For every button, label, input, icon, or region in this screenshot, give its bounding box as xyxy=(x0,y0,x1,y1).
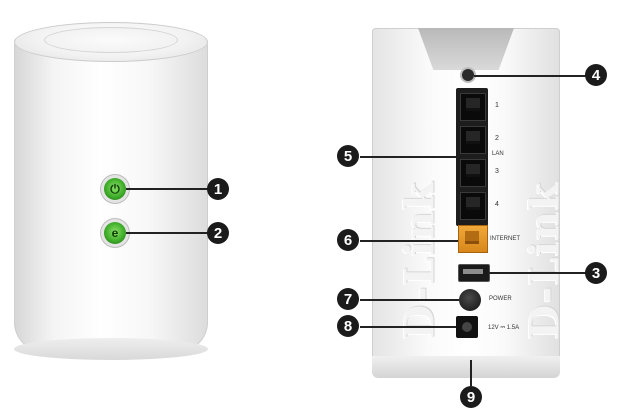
internet-label: INTERNET xyxy=(490,236,520,242)
leader-line-6 xyxy=(360,240,458,242)
leader-line-1 xyxy=(126,188,208,190)
callout-4: 4 xyxy=(585,64,607,86)
lan-port-1-label: 1 xyxy=(495,102,499,109)
leader-line-3 xyxy=(488,272,586,274)
lan-label: LAN xyxy=(492,151,504,157)
callout-3: 3 xyxy=(585,262,607,284)
lan-port-4 xyxy=(460,192,486,220)
leader-line-4 xyxy=(474,75,586,77)
power-button xyxy=(459,289,481,311)
callout-6: 6 xyxy=(337,229,359,251)
wps-button xyxy=(462,69,474,81)
leader-line-7 xyxy=(360,299,459,301)
leader-line-9 xyxy=(470,360,472,386)
power-jack xyxy=(456,316,478,338)
callout-9: 9 xyxy=(460,386,482,408)
dc-input-label: 12V ⎓ 1.5A xyxy=(488,325,520,331)
leader-line-2 xyxy=(126,232,208,234)
lan-port-4-label: 4 xyxy=(495,201,499,208)
lan-port-1 xyxy=(460,93,486,121)
router-front-top-vent xyxy=(44,27,178,53)
lan-port-3 xyxy=(460,159,486,187)
callout-1: 1 xyxy=(207,178,229,200)
internet-led-icon: e xyxy=(104,222,126,244)
router-rear-base xyxy=(372,356,560,378)
power-label: POWER xyxy=(489,296,512,302)
callout-8: 8 xyxy=(337,315,359,337)
leader-line-5 xyxy=(360,156,456,158)
lan-port-3-label: 3 xyxy=(495,168,499,175)
brand-watermark-left: D-Link xyxy=(396,181,444,340)
usb-port xyxy=(458,264,490,282)
power-led-icon: ⏻ xyxy=(104,178,126,200)
callout-2: 2 xyxy=(207,222,229,244)
router-rear-top-recess xyxy=(418,28,514,70)
leader-line-8 xyxy=(360,326,456,328)
router-front-base xyxy=(14,338,208,360)
brand-watermark-right: D-Link xyxy=(521,181,569,340)
callout-7: 7 xyxy=(337,288,359,310)
callout-5: 5 xyxy=(337,145,359,167)
lan-port-2 xyxy=(460,126,486,154)
lan-port-2-label: 2 xyxy=(495,135,499,142)
internet-port xyxy=(458,225,488,253)
